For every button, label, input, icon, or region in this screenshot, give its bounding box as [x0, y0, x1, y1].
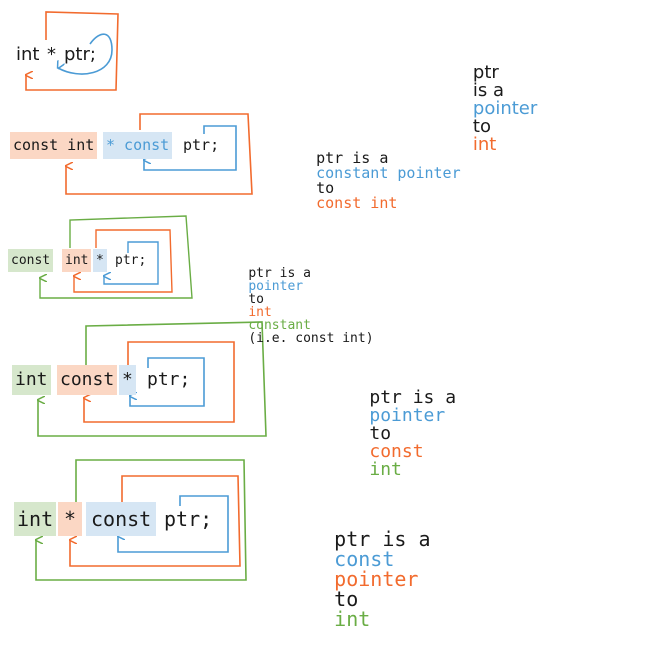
row4-code-const: const: [57, 365, 118, 395]
row4-code-star: *: [119, 365, 136, 395]
row4-desc-const: const: [369, 441, 424, 462]
row5-code-int: int: [14, 502, 57, 536]
row3-green-arrow: [40, 215, 193, 299]
row1-code-star: *: [47, 44, 56, 65]
row3-orange-arrow: [74, 229, 173, 293]
row5-description: ptr is a const pointer to int: [286, 509, 431, 649]
row2-desc-const-int: const int: [316, 194, 398, 212]
row4-orange-arrow: [84, 341, 235, 423]
row3-code-ptr: ptr;: [115, 253, 147, 268]
row4-desc-pointer: pointer: [369, 405, 446, 426]
row5-green-arrow: [36, 459, 247, 581]
row1-desc-ptr: ptr: [472, 62, 499, 83]
row2-code-ptr: ptr;: [183, 136, 220, 154]
row4-desc-ptr-isa: ptr is a: [369, 387, 457, 408]
row1-desc-int: int: [472, 134, 497, 155]
row1-orange-arrow: [26, 11, 119, 91]
row3-blue-arrow: [104, 241, 159, 285]
row4-desc-int: int: [369, 459, 402, 480]
row4-description: ptr is a pointer to const int: [326, 371, 456, 497]
row3-desc-to: to: [248, 292, 264, 307]
row2-description: ptr is a constant pointer to const int: [280, 136, 461, 226]
row2-blue-arrow: [144, 125, 237, 171]
row2-desc-to: to: [316, 179, 335, 197]
row3-desc-int: int: [248, 305, 272, 320]
row5-code-star: *: [58, 502, 83, 536]
row1-code-ptr: ptr;: [64, 44, 96, 65]
row1-desc-pointer: pointer: [472, 98, 538, 119]
row5-code-ptr: ptr;: [164, 507, 213, 531]
row3-desc-note: (i.e. const int): [248, 331, 374, 346]
diagram-canvas: int * ptr; ptr is a pointer to int const…: [0, 11, 537, 629]
row3-description: ptr is a pointer to int constant (i.e. c…: [217, 254, 374, 358]
row5-desc-ptr-isa: ptr is a: [334, 527, 431, 551]
row5-desc-const: const: [334, 547, 395, 571]
row5-desc-pointer: pointer: [334, 567, 419, 591]
row2-orange-arrow: [66, 113, 253, 195]
row5-orange-arrow: [70, 475, 241, 567]
row4-blue-arrow: [130, 357, 205, 407]
row3-desc-ptr-isa: ptr is a: [248, 266, 311, 281]
row1-code-int: int: [16, 44, 40, 65]
row5-code-const: const: [86, 502, 157, 536]
row2-code-const-int: const int: [10, 132, 98, 159]
row2-code-star-const: * const: [103, 132, 173, 159]
row1-blue-arrow: [58, 33, 113, 75]
row1-desc-to: to: [472, 116, 491, 137]
row4-code-ptr: ptr;: [147, 369, 191, 390]
row5-desc-int: int: [334, 607, 371, 631]
row4-desc-to: to: [369, 423, 392, 444]
row4-green-arrow: [38, 321, 267, 437]
row3-code-int: int: [62, 249, 92, 272]
row4-code-int: int: [12, 365, 51, 395]
row3-code-star: *: [93, 249, 107, 272]
row1-desc-isa: is a: [472, 80, 505, 101]
row2-desc-ptr-isa: ptr is a: [316, 149, 389, 167]
row5-blue-arrow: [118, 495, 229, 553]
row3-desc-constant: constant: [248, 318, 311, 333]
row3-desc-pointer: pointer: [248, 279, 304, 294]
arrow-layer: [0, 11, 267, 581]
row3-code-const: const: [8, 249, 54, 272]
row2-desc-constant-pointer: constant pointer: [316, 164, 461, 182]
row1-description: ptr is a pointer to int: [450, 46, 537, 172]
